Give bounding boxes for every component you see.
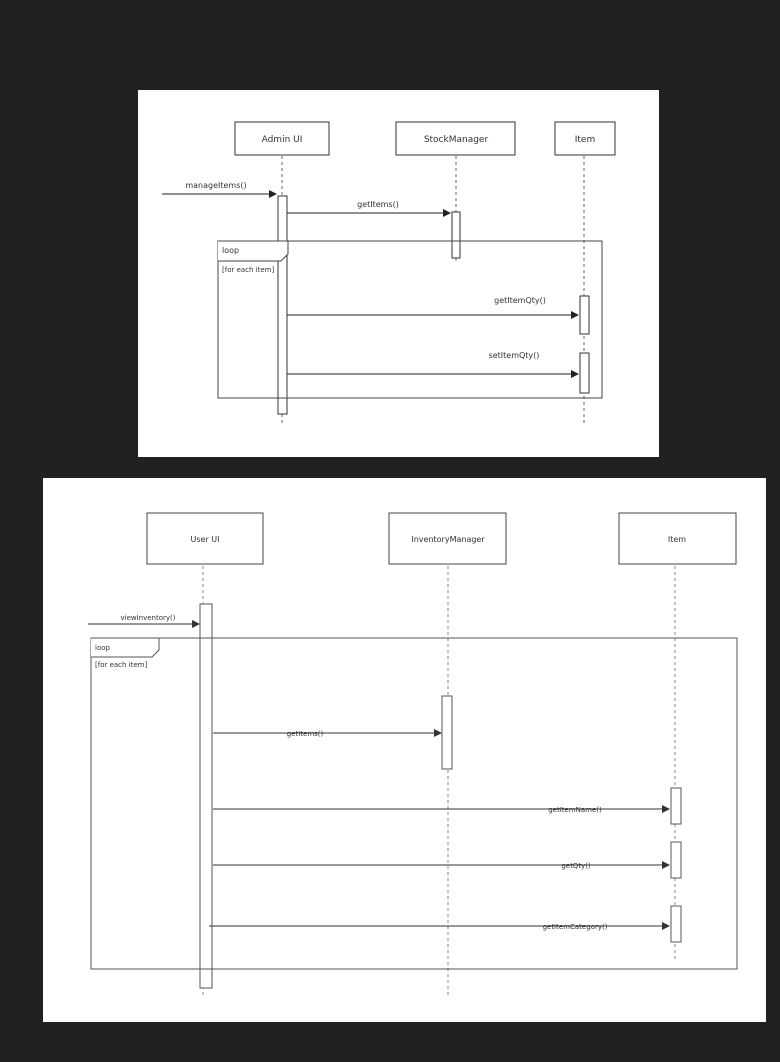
svg-text:User UI: User UI: [191, 535, 220, 544]
activation-stock-manager: [451, 211, 461, 259]
message-2: getItemName(): [213, 805, 670, 814]
svg-text:[for each item]: [for each item]: [222, 266, 275, 274]
message-1: getItems(): [287, 200, 451, 217]
sequence-diagram-2: User UI InventoryManager Item viewInvent…: [43, 478, 766, 1022]
participant-item: Item: [554, 121, 616, 156]
participant-inventory-manager: InventoryManager: [388, 512, 507, 565]
message-4: getItemCategory(): [209, 922, 670, 931]
svg-text:Item: Item: [668, 535, 686, 544]
participant-user-ui: User UI: [146, 512, 264, 565]
message-3: setItemQty(): [287, 351, 579, 378]
sequence-diagram-1: Admin UI StockManager Item manageItems()…: [138, 90, 659, 457]
message-1: getItems(): [213, 729, 442, 738]
svg-text:StockManager: StockManager: [424, 135, 489, 145]
activation-item-2: [579, 352, 590, 394]
message-2: getItemQty(): [287, 296, 579, 319]
diagram-1-canvas: Admin UI StockManager Item manageItems()…: [162, 121, 616, 424]
activation-inventory-manager: [441, 695, 453, 770]
svg-text:InventoryManager: InventoryManager: [411, 535, 485, 544]
svg-text:viewInventory(): viewInventory(): [120, 614, 175, 622]
participant-item: Item: [618, 512, 737, 565]
svg-text:getQty(): getQty(): [561, 862, 591, 870]
message-incoming: viewInventory(): [88, 614, 200, 628]
svg-text:manageItems(): manageItems(): [185, 181, 246, 190]
activation-item-3: [670, 905, 682, 943]
svg-text:getItemName(): getItemName(): [548, 806, 602, 814]
participant-admin-ui: Admin UI: [234, 121, 330, 156]
svg-text:getItemCategory(): getItemCategory(): [543, 923, 608, 931]
message-incoming: manageItems(): [162, 181, 277, 198]
loop-fragment: loop [for each item]: [90, 637, 738, 970]
activation-item-2: [670, 841, 682, 879]
activation-admin-ui: [277, 195, 288, 415]
svg-text:Item: Item: [575, 135, 596, 145]
diagram-2-canvas: User UI InventoryManager Item viewInvent…: [88, 512, 738, 998]
participant-stock-manager: StockManager: [395, 121, 516, 156]
message-3: getQty(): [213, 861, 670, 870]
activation-item-1: [670, 787, 682, 825]
svg-text:loop: loop: [95, 644, 111, 652]
loop-fragment: loop [for each item]: [217, 240, 603, 399]
svg-text:getItems(): getItems(): [357, 200, 399, 209]
svg-text:loop: loop: [222, 246, 239, 255]
svg-text:getItemQty(): getItemQty(): [494, 296, 546, 305]
activation-user-ui: [199, 603, 213, 989]
svg-text:setItemQty(): setItemQty(): [489, 351, 540, 360]
svg-text:getItems(): getItems(): [287, 730, 324, 738]
svg-text:Admin UI: Admin UI: [262, 135, 303, 145]
svg-text:[for each item]: [for each item]: [95, 661, 148, 669]
activation-item-1: [579, 295, 590, 335]
